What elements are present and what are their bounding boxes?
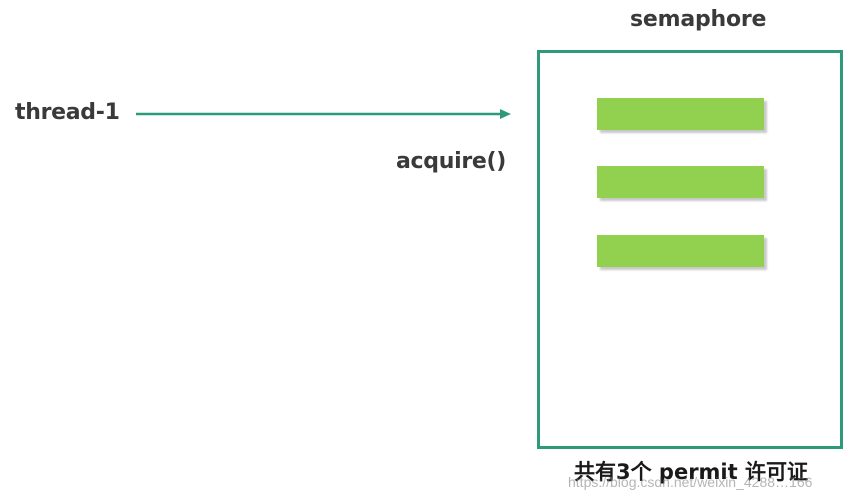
permit-block-1 [597,98,764,130]
permit-block-2 [597,166,764,198]
semaphore-box [537,50,843,449]
arrow-head [500,109,511,119]
thread-label: thread-1 [15,100,120,125]
acquire-arrow [136,109,511,119]
permit-block-3 [597,235,764,267]
permit-caption: 共有3个 permit 许可证 [574,460,808,484]
semaphore-title: semaphore [630,7,767,32]
acquire-label: acquire() [396,149,507,174]
